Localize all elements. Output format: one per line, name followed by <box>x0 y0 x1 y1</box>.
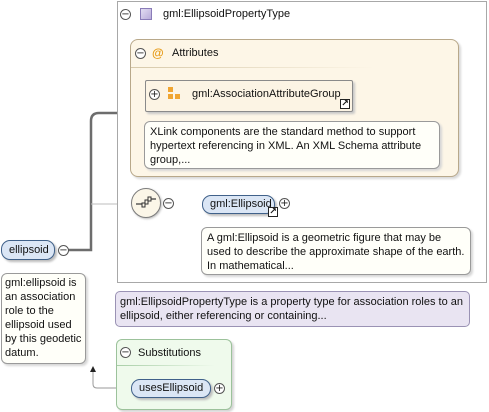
type-collapse-toggle[interactable]: − <box>120 9 131 20</box>
substitutions-section <box>116 339 232 410</box>
attribute-at-icon: @ <box>152 46 164 60</box>
attributes-title: Attributes <box>172 47 219 59</box>
substitutions-collapse-toggle[interactable]: − <box>120 347 131 358</box>
substitutions-divider <box>117 365 215 366</box>
attribute-group-name: gml:AssociationAttributeGroup <box>192 88 341 100</box>
sequence-compositor-icon <box>136 196 156 208</box>
substitutions-title: Substitutions <box>138 347 201 359</box>
substitution-connector <box>92 370 130 389</box>
substitution-arrow <box>90 366 96 372</box>
substitution-element-node[interactable]: usesEllipsoid <box>131 379 211 398</box>
complex-type-square-icon <box>140 8 152 20</box>
ellipsoid-expand-toggle[interactable]: + <box>279 198 290 209</box>
attribute-group-jump-icon[interactable]: ↗ <box>340 99 350 109</box>
ellipsoid-element-note: A gml:Ellipsoid is a geometric figure th… <box>201 227 471 275</box>
root-to-type-connector <box>68 111 145 252</box>
ellipsoid-jump-icon[interactable]: ↗ <box>268 207 278 217</box>
root-element-collapse-toggle[interactable]: − <box>58 245 69 256</box>
attributes-collapse-toggle[interactable]: − <box>135 48 146 59</box>
type-description-note: gml:EllipsoidPropertyType is a property … <box>115 291 470 327</box>
attribute-group-note: XLink components are the standard method… <box>144 121 440 169</box>
attribute-group-node[interactable] <box>145 80 353 112</box>
attributes-divider <box>131 67 374 68</box>
type-title: gml:EllipsoidPropertyType <box>163 8 291 20</box>
root-element-node[interactable]: ellipsoid <box>1 240 55 260</box>
sequence-compositor[interactable] <box>131 188 161 218</box>
attribute-group-icon <box>167 86 183 102</box>
attribute-group-expand-toggle[interactable]: + <box>149 89 160 100</box>
ellipsoid-element-node[interactable]: gml:Ellipsoid <box>202 195 275 214</box>
sequence-collapse-toggle[interactable]: − <box>163 198 174 209</box>
substitution-expand-toggle[interactable]: + <box>214 383 225 394</box>
root-element-note: gml:ellipsoid is an association role to … <box>1 273 86 364</box>
